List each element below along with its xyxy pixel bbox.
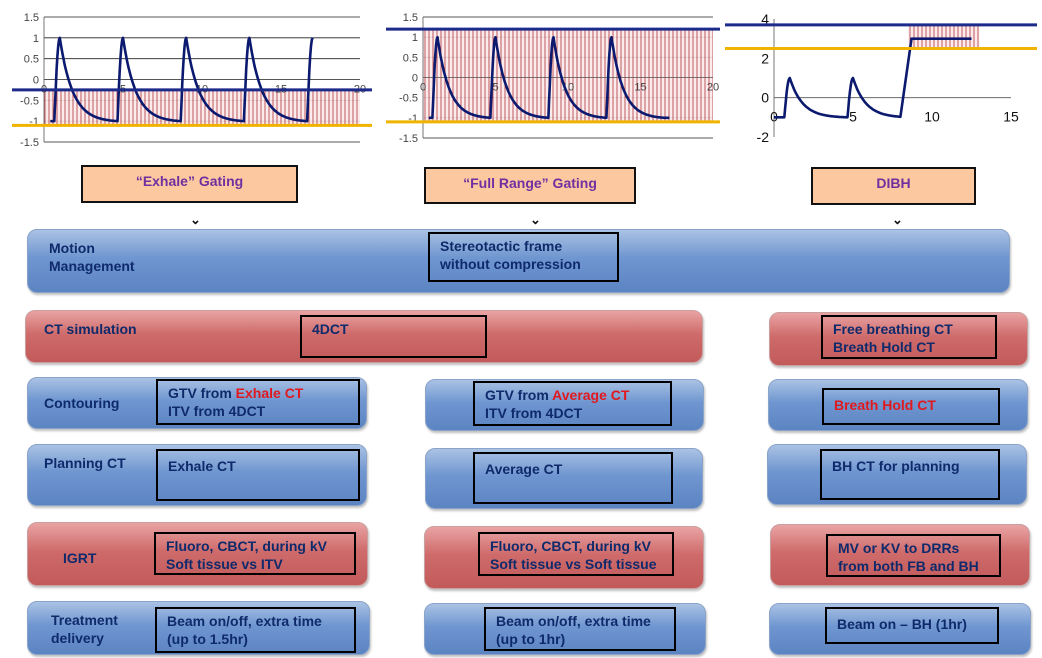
ct-simulation-box: 4DCT [300, 315, 487, 358]
gating-window [908, 24, 980, 49]
treatment-dibh-band [769, 603, 1031, 655]
x-tick-label: 5 [849, 109, 857, 125]
dibh-label: DIBH [811, 167, 976, 205]
igrt-full-band [424, 526, 704, 589]
y-tick-label: -1.5 [20, 137, 39, 149]
planning-exhale-box: Exhale CT [156, 449, 360, 501]
breathing-curve [773, 37, 972, 119]
ct-simulation-band [25, 310, 703, 363]
contouring-label: Contouring [44, 395, 120, 411]
y-tick-label: 0 [33, 75, 39, 87]
contouring-exhale-box: GTV from Exhale CT ITV from 4DCT [156, 379, 360, 425]
y-tick-label: -1 [408, 113, 418, 125]
x-tick-label: 10 [924, 109, 940, 125]
down-arrow-icon: ⌄ [190, 212, 201, 227]
x-tick-label: 0 [420, 82, 426, 94]
y-tick-label: 2 [761, 50, 769, 66]
planning-dibh-band [767, 444, 1027, 505]
planning-full-box: Average CT [473, 452, 673, 504]
planning-exhale-band [27, 444, 367, 506]
y-tick-label: 1 [412, 32, 418, 44]
gating-window [423, 29, 713, 122]
breathing-curve [428, 35, 671, 120]
y-tick-label: -0.5 [399, 93, 418, 105]
contouring-full-band [425, 379, 704, 431]
treatment-dibh-box: Beam on – BH (1hr) [825, 607, 999, 644]
breathing-curve [49, 36, 314, 123]
treatment-full-band [424, 603, 706, 655]
x-tick-label: 20 [707, 82, 719, 94]
planning-ct-label: Planning CT [44, 455, 126, 471]
y-tick-label: -2 [757, 129, 770, 145]
down-arrow-icon: ⌄ [530, 212, 541, 227]
igrt-label: IGRT [63, 550, 97, 566]
exhale-gating-label: “Exhale” Gating [81, 165, 298, 203]
x-tick-label: 15 [1003, 109, 1019, 125]
treatment-exhale-band [27, 601, 370, 655]
y-tick-label: 0 [761, 90, 769, 106]
treatment-exhale-box: Beam on/off, extra time(up to 1.5hr) [155, 607, 356, 653]
y-tick-label: 0.5 [403, 52, 418, 64]
y-tick-label: 0 [412, 73, 418, 85]
motion-management-band [27, 229, 1010, 293]
y-tick-label: -0.5 [20, 95, 39, 107]
y-tick-label: -1 [29, 116, 39, 128]
y-tick-label: 1.5 [24, 12, 39, 24]
ct-simulation-label: CT simulation [44, 321, 137, 337]
down-arrow-icon: ⌄ [892, 212, 903, 227]
y-tick-label: 0.5 [24, 54, 39, 66]
contouring-dibh-box: Breath Hold CT [822, 388, 1000, 425]
y-tick-label: -1.5 [399, 133, 418, 145]
x-tick-label: 15 [634, 82, 646, 94]
contouring-dibh-band [768, 379, 1028, 431]
x-tick-label: 5 [492, 82, 498, 94]
planning-dibh-box: BH CT for planning [820, 449, 1000, 500]
contouring-full-box: GTV from Average CT ITV from 4DCT [473, 381, 672, 426]
y-tick-label: 1.5 [403, 12, 418, 24]
y-tick-label: 4 [761, 11, 769, 27]
treatment-full-box: Beam on/off, extra time(up to 1hr) [484, 607, 676, 651]
planning-full-band [425, 448, 703, 509]
full-range-gating-label: “Full Range” Gating [424, 167, 636, 204]
contouring-exhale-band [27, 377, 367, 429]
y-tick-label: 1 [33, 33, 39, 45]
